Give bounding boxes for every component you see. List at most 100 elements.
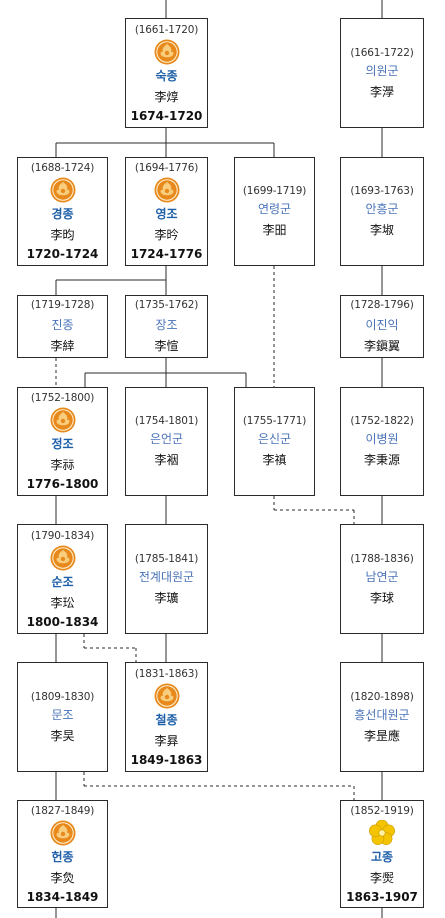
person-box-euneon: (1754-1801) 은언군 李裀 <box>125 387 208 496</box>
person-name: 철종 <box>155 712 178 727</box>
yellow-plum-icon <box>369 819 395 845</box>
hanja-name: 李埱 <box>369 223 394 237</box>
hanja-name: 李緈 <box>50 339 75 353</box>
person-box-yeollyeong: (1699-1719) 연령군 李昍 <box>234 157 315 266</box>
life-years: (1661-1722) <box>350 46 414 59</box>
hanja-name: 李祘 <box>50 458 75 472</box>
person-name: 은언군 <box>149 432 184 446</box>
life-years: (1785-1841) <box>134 552 199 565</box>
reign-years: 1674-1720 <box>130 108 203 123</box>
orange-seal-icon <box>154 177 179 203</box>
life-years: (1661-1720) <box>134 23 199 36</box>
person-name: 이진익 <box>365 318 399 332</box>
person-name: 순조 <box>51 574 74 589</box>
person-name: 은신군 <box>257 432 292 446</box>
reign-years: 1800-1834 <box>26 614 99 629</box>
person-box-munjo: (1809-1830) 문조 李旲 <box>17 662 108 772</box>
life-years: (1831-1863) <box>134 667 199 680</box>
life-years: (1694-1776) <box>134 162 199 174</box>
hanja-name: 李鎭翼 <box>363 339 400 353</box>
hanja-name: 李焞 <box>154 89 179 104</box>
person-name: 고종 <box>370 849 394 864</box>
person-box-heonjong: (1827-1849) 헌종 李烉 1834-1849 <box>17 800 108 908</box>
life-years: (1728-1796) <box>350 299 414 311</box>
hanja-name: 李裀 <box>154 453 179 467</box>
person-name: 경종 <box>51 207 74 221</box>
life-years: (1809-1830) <box>30 690 95 703</box>
life-years: (1719-1728) <box>30 299 95 311</box>
hanja-name: 李㶅 <box>369 84 394 99</box>
hanja-name: 李烉 <box>50 870 75 885</box>
person-box-namyeon: (1788-1836) 남연군 李球 <box>340 524 424 634</box>
life-years: (1735-1762) <box>134 299 199 311</box>
hanja-name: 李玜 <box>50 595 75 610</box>
person-box-jeongjo: (1752-1800) 정조 李祘 1776-1800 <box>17 387 108 496</box>
person-box-eunsin: (1755-1771) 은신군 李禛 <box>234 387 315 496</box>
life-years: (1790-1834) <box>30 529 95 542</box>
person-box-jeongye: (1785-1841) 전계대원군 李㼅 <box>125 524 208 634</box>
hanja-name: 李㼅 <box>154 590 179 605</box>
hanja-name: 李旲 <box>50 728 75 743</box>
reign-years: 1863-1907 <box>346 889 418 904</box>
reign-years: 1849-1863 <box>130 752 203 767</box>
person-box-jinjong: (1719-1728) 진종 李緈 <box>17 295 108 358</box>
person-name: 헌종 <box>51 849 74 864</box>
reign-years: 1776-1800 <box>26 477 99 491</box>
hanja-name: 李昑 <box>154 228 179 242</box>
person-box-leebyeongwon: (1752-1822) 이병원 李秉源 <box>340 387 424 496</box>
person-box-sukjong: (1661-1720) 숙종 李焞 1674-1720 <box>125 18 208 128</box>
reign-years: 1720-1724 <box>26 247 99 261</box>
life-years: (1688-1724) <box>30 162 95 174</box>
hanja-name: 李球 <box>369 590 394 605</box>
person-box-yeongjo: (1694-1776) 영조 李昑 1724-1776 <box>125 157 208 266</box>
person-name: 진종 <box>51 318 74 332</box>
life-years: (1754-1801) <box>134 415 199 427</box>
person-name: 연령군 <box>257 202 292 216</box>
hanja-name: 李昍 <box>262 223 287 237</box>
orange-seal-icon <box>154 683 179 708</box>
orange-seal-icon <box>154 39 179 64</box>
person-name: 정조 <box>51 437 74 451</box>
life-years: (1852-1919) <box>350 804 414 817</box>
life-years: (1699-1719) <box>242 185 307 197</box>
hanja-name: 李秉源 <box>363 453 400 467</box>
reign-years: 1834-1849 <box>26 889 99 904</box>
person-name: 영조 <box>155 207 178 221</box>
hanja-name: 李禛 <box>262 453 287 467</box>
person-name: 장조 <box>155 318 178 332</box>
person-box-anheung: (1693-1763) 안흥군 李埱 <box>340 157 424 266</box>
hanja-name: 李㷩 <box>369 870 394 885</box>
person-box-heungseon: (1820-1898) 흥선대원군 李昰應 <box>340 662 424 772</box>
orange-seal-icon <box>50 407 75 433</box>
hanja-name: 李昪 <box>154 733 179 748</box>
person-name: 안흥군 <box>365 202 399 216</box>
person-name: 흥선대원군 <box>354 707 410 722</box>
person-name: 의원군 <box>365 63 399 78</box>
person-name: 숙종 <box>155 68 178 83</box>
person-name: 문조 <box>51 707 74 722</box>
person-name: 전계대원군 <box>138 569 195 584</box>
orange-seal-icon <box>50 545 75 570</box>
person-name: 남연군 <box>365 569 399 584</box>
life-years: (1693-1763) <box>350 185 414 197</box>
life-years: (1820-1898) <box>350 690 414 703</box>
hanja-name: 李愃 <box>154 339 179 353</box>
life-years: (1752-1800) <box>30 392 95 404</box>
person-box-cheoljong: (1831-1863) 철종 李昪 1849-1863 <box>125 662 208 772</box>
person-box-gyeongjong: (1688-1724) 경종 李昀 1720-1724 <box>17 157 108 266</box>
person-name: 이병원 <box>365 432 399 446</box>
life-years: (1755-1771) <box>242 415 307 427</box>
orange-seal-icon <box>50 177 75 203</box>
hanja-name: 李昰應 <box>363 728 400 743</box>
hanja-name: 李昀 <box>50 228 75 242</box>
person-box-leejinik: (1728-1796) 이진익 李鎭翼 <box>340 295 424 358</box>
life-years: (1752-1822) <box>350 415 414 427</box>
life-years: (1788-1836) <box>350 552 414 565</box>
reign-years: 1724-1776 <box>130 247 203 261</box>
person-box-sunjo: (1790-1834) 순조 李玜 1800-1834 <box>17 524 108 634</box>
person-box-uiwongun: (1661-1722) 의원군 李㶅 <box>340 18 424 128</box>
person-box-gojong: (1852-1919) 고종 李㷩 1863-1907 <box>340 800 424 908</box>
life-years: (1827-1849) <box>30 804 95 817</box>
person-box-jangjo: (1735-1762) 장조 李愃 <box>125 295 208 358</box>
